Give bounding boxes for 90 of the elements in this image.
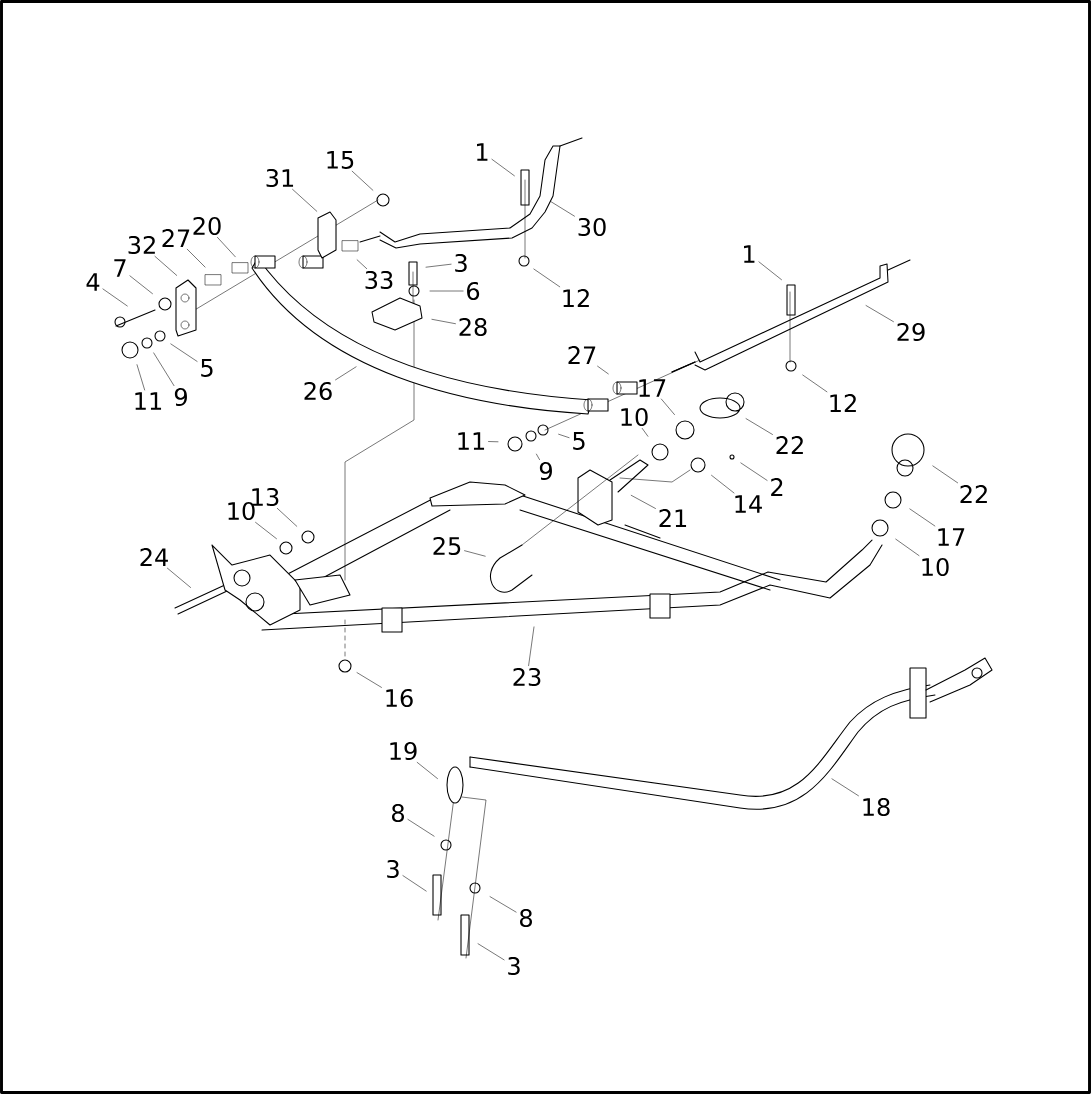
leader-line xyxy=(351,170,374,191)
leader-line xyxy=(170,343,198,362)
callout-number: 9 xyxy=(539,461,552,481)
callout-number: 18 xyxy=(863,797,890,817)
leader-line xyxy=(425,263,452,268)
callout-number: 10 xyxy=(621,407,648,427)
callout-number: 32 xyxy=(128,235,155,255)
callout-number: 33 xyxy=(365,270,393,290)
leader-line xyxy=(356,259,367,269)
callout-number: 2 xyxy=(771,478,783,496)
callout-number: 4 xyxy=(86,273,100,291)
leader-line xyxy=(292,189,318,212)
leader-line xyxy=(641,428,649,437)
callout-number: 5 xyxy=(573,432,585,450)
callout-number: 28 xyxy=(459,317,487,337)
callout-number: 6 xyxy=(467,281,480,301)
callout-number: 30 xyxy=(578,217,606,237)
callout-number: 11 xyxy=(458,432,485,450)
leader-line xyxy=(630,495,656,509)
callout-number: 27 xyxy=(162,229,190,247)
callout-number: 27 xyxy=(568,346,596,364)
leader-line xyxy=(558,433,570,438)
callout-number: 14 xyxy=(735,495,762,513)
callout-number: 17 xyxy=(639,379,666,397)
leader-line xyxy=(865,305,894,322)
callout-number: 12 xyxy=(830,394,856,412)
leader-line xyxy=(661,398,675,415)
leader-line xyxy=(255,522,277,539)
leader-line xyxy=(909,508,936,527)
leader-line xyxy=(489,896,517,913)
leader-line xyxy=(491,159,515,177)
leader-line xyxy=(154,256,177,276)
leader-line xyxy=(464,550,486,557)
callout-number: 23 xyxy=(513,667,541,687)
leader-line xyxy=(740,462,768,481)
callout-number: 31 xyxy=(266,168,294,188)
callout-number: 25 xyxy=(433,536,461,556)
leader-line xyxy=(711,475,735,494)
leader-line xyxy=(167,567,191,588)
leader-line xyxy=(895,538,920,556)
leader-line xyxy=(217,237,236,258)
callout-number: 10 xyxy=(922,557,949,577)
callout-number: 9 xyxy=(174,387,187,407)
leader-line xyxy=(758,261,782,280)
leader-line xyxy=(402,875,427,892)
callout-number: 21 xyxy=(659,509,687,527)
leader-line xyxy=(136,364,145,391)
leader-line xyxy=(802,374,828,393)
leader-line xyxy=(186,248,206,268)
callout-number: 3 xyxy=(508,956,520,976)
callout-number: 8 xyxy=(392,803,404,823)
leader-line xyxy=(477,943,505,961)
leader-line xyxy=(153,352,175,386)
callout-number: 22 xyxy=(960,485,987,503)
leader-line xyxy=(528,626,535,666)
leader-line xyxy=(416,762,438,779)
callout-number: 8 xyxy=(520,908,532,928)
callout-number: 1 xyxy=(477,143,488,161)
callout-number: 11 xyxy=(135,392,162,410)
callout-number: 12 xyxy=(563,289,589,307)
leader-line xyxy=(745,418,773,435)
callout-number: 29 xyxy=(897,322,925,342)
leader-line xyxy=(429,290,464,292)
callout-number: 17 xyxy=(938,528,965,546)
callout-number: 5 xyxy=(201,359,213,377)
leader-line xyxy=(277,508,298,527)
callout-number: 20 xyxy=(193,216,221,236)
leader-line xyxy=(356,672,382,688)
callout-number: 16 xyxy=(386,688,413,708)
leader-line xyxy=(831,778,859,797)
leader-line xyxy=(536,453,540,460)
callout-number: 24 xyxy=(140,548,168,566)
leader-line xyxy=(550,201,575,217)
leader-line xyxy=(533,268,560,288)
callout-number: 19 xyxy=(390,741,417,761)
leader-line xyxy=(597,365,609,375)
callout-number: 3 xyxy=(387,859,399,879)
callout-number: 22 xyxy=(776,436,803,454)
leader-line xyxy=(129,275,153,294)
callout-number: 7 xyxy=(114,259,126,277)
leader-line xyxy=(407,819,435,837)
leader-line xyxy=(102,288,128,307)
leader-line xyxy=(335,366,357,381)
callout-number: 26 xyxy=(304,381,332,401)
leader-line xyxy=(932,465,958,484)
callout-number: 3 xyxy=(455,253,467,273)
leader-line xyxy=(488,441,499,443)
callout-number: 1 xyxy=(744,245,755,263)
callout-number: 15 xyxy=(327,151,354,169)
leader-line xyxy=(431,319,456,324)
